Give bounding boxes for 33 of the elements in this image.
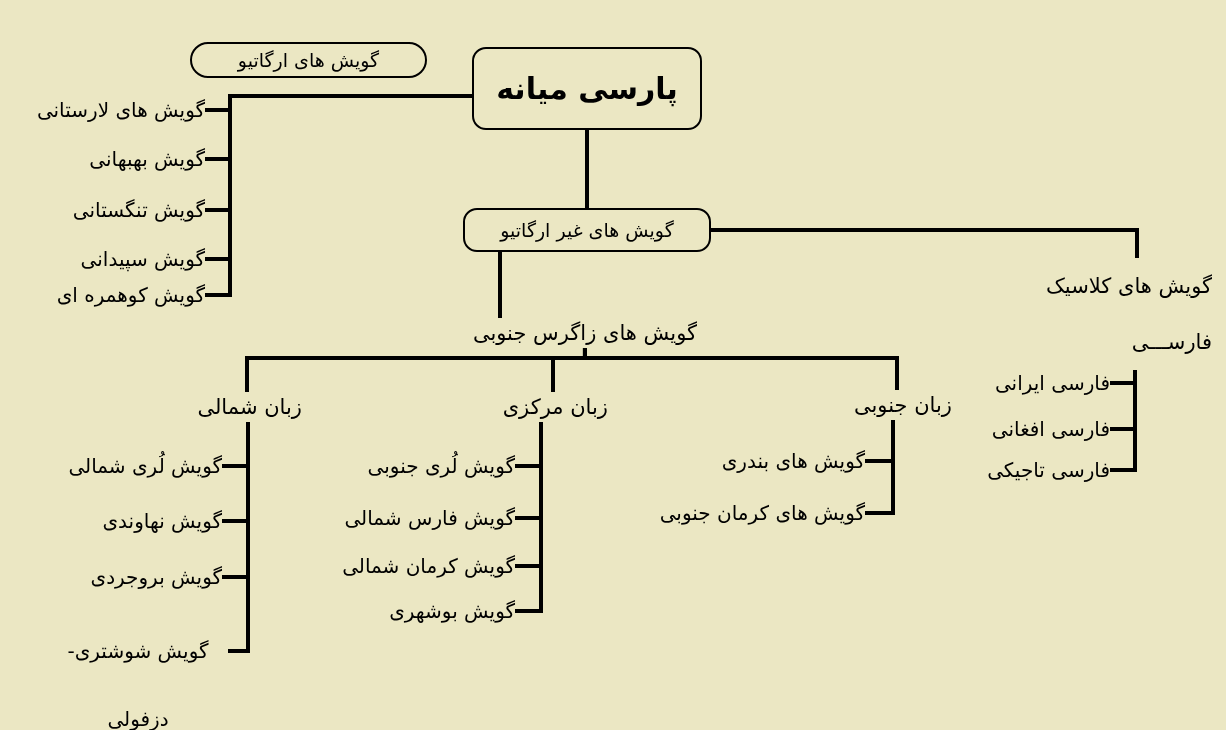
dialect-label: گویش تنگستانی (72, 195, 205, 225)
connector-line (515, 422, 543, 613)
connector-line (205, 94, 472, 297)
dialect-label: گویش بهبهانی (89, 144, 205, 174)
dialect-label: گویش نهاوندی (102, 506, 222, 536)
connector-line (582, 348, 899, 390)
dialect-label: فارسی تاجیکی (987, 455, 1110, 485)
rounded-box: پارسی میانه (472, 47, 702, 130)
rounded-pill: گویش های ارگاتیو (190, 42, 427, 78)
dialect-label: گویش های زاگرس جنوبی (472, 318, 697, 348)
dialect-label: زبان جنوبی (854, 390, 952, 420)
dialect-label: فارسی افغانی (991, 414, 1110, 444)
connector-line (585, 130, 589, 208)
connector-line (865, 420, 895, 515)
dialect-label: فارسی ایرانی (994, 368, 1110, 398)
dialect-label: گویش لُری شمالی (68, 451, 222, 481)
dialect-label: گویش سپیدانی (80, 244, 205, 274)
dialect-label: گویش بروجردی (90, 562, 222, 592)
dialect-label: گویش شوشتری- دزفولی (48, 617, 228, 730)
dialect-label: گویش های لارستانی (36, 95, 205, 125)
dialect-label: گویش های کرمان جنوبی (659, 498, 865, 528)
dialect-label: زبان مرکزی (502, 392, 608, 422)
dialect-label: گویش کرمان شمالی (342, 551, 515, 581)
dialect-label: گویش لُری جنوبی (367, 451, 515, 481)
dialect-label: گویش های کلاسیک فارســـی (1022, 258, 1212, 370)
dialect-label: زبان شمالی (197, 392, 302, 422)
connector-line (711, 228, 1139, 258)
rounded-box: گویش های غیر ارگاتیو (463, 208, 711, 252)
dialect-label: گویش فارس شمالی (344, 503, 515, 533)
dialect-label: گویش های بندری (721, 446, 865, 476)
dialect-label: گویش کوهمره ای (56, 280, 205, 310)
connector-line (498, 252, 502, 318)
dialect-label: گویش بوشهری (389, 596, 515, 626)
